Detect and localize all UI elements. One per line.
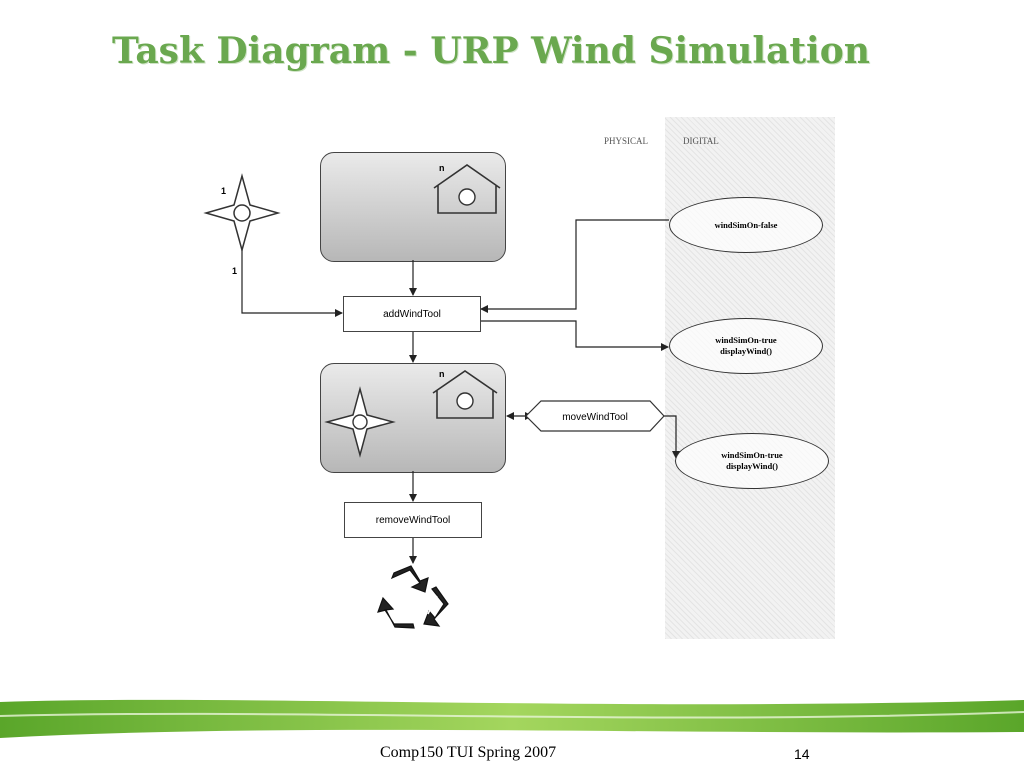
page-number: 14 xyxy=(794,746,810,762)
wind-tool-star-icon xyxy=(324,386,396,458)
task-move-label: moveWindTool xyxy=(562,412,628,423)
slide-title: Task Diagram - URP Wind Simulation xyxy=(112,30,870,72)
physical-zone-label: PHYSICAL xyxy=(604,136,649,146)
task-remove-wind-tool: removeWindTool xyxy=(344,502,482,538)
wind-tool-star-icon xyxy=(203,173,281,253)
house-icon xyxy=(433,164,501,214)
flow-arrow xyxy=(664,415,680,459)
state-line: displayWind() xyxy=(720,346,772,356)
multiplicity-label: 1 xyxy=(221,186,227,196)
digital-zone-label: DIGITAL xyxy=(683,136,719,146)
state-ellipse: windSimOn-true displayWind() xyxy=(675,433,829,489)
flow-arrow xyxy=(480,219,669,313)
state-line: windSimOn-true xyxy=(715,335,777,345)
flow-arrow xyxy=(241,250,343,317)
state-ellipse: windSimOn-false xyxy=(669,197,823,253)
footer-course-label: Comp150 TUI Spring 2007 xyxy=(380,744,557,761)
recycle-icon xyxy=(377,565,449,629)
state-ellipse: windSimOn-true displayWind() xyxy=(669,318,823,374)
state-line: displayWind() xyxy=(726,461,778,471)
multiplicity-label: 1 xyxy=(232,266,238,276)
state-line: windSimOn-false xyxy=(714,219,778,230)
multiplicity-label: n xyxy=(439,369,445,379)
move-task-hexagon xyxy=(525,400,665,432)
state-line: windSimOn-true xyxy=(721,450,783,460)
house-icon xyxy=(432,370,498,419)
task-add-wind-tool: addWindTool xyxy=(343,296,481,332)
flow-arrow xyxy=(481,320,669,351)
multiplicity-label: n xyxy=(439,163,445,173)
